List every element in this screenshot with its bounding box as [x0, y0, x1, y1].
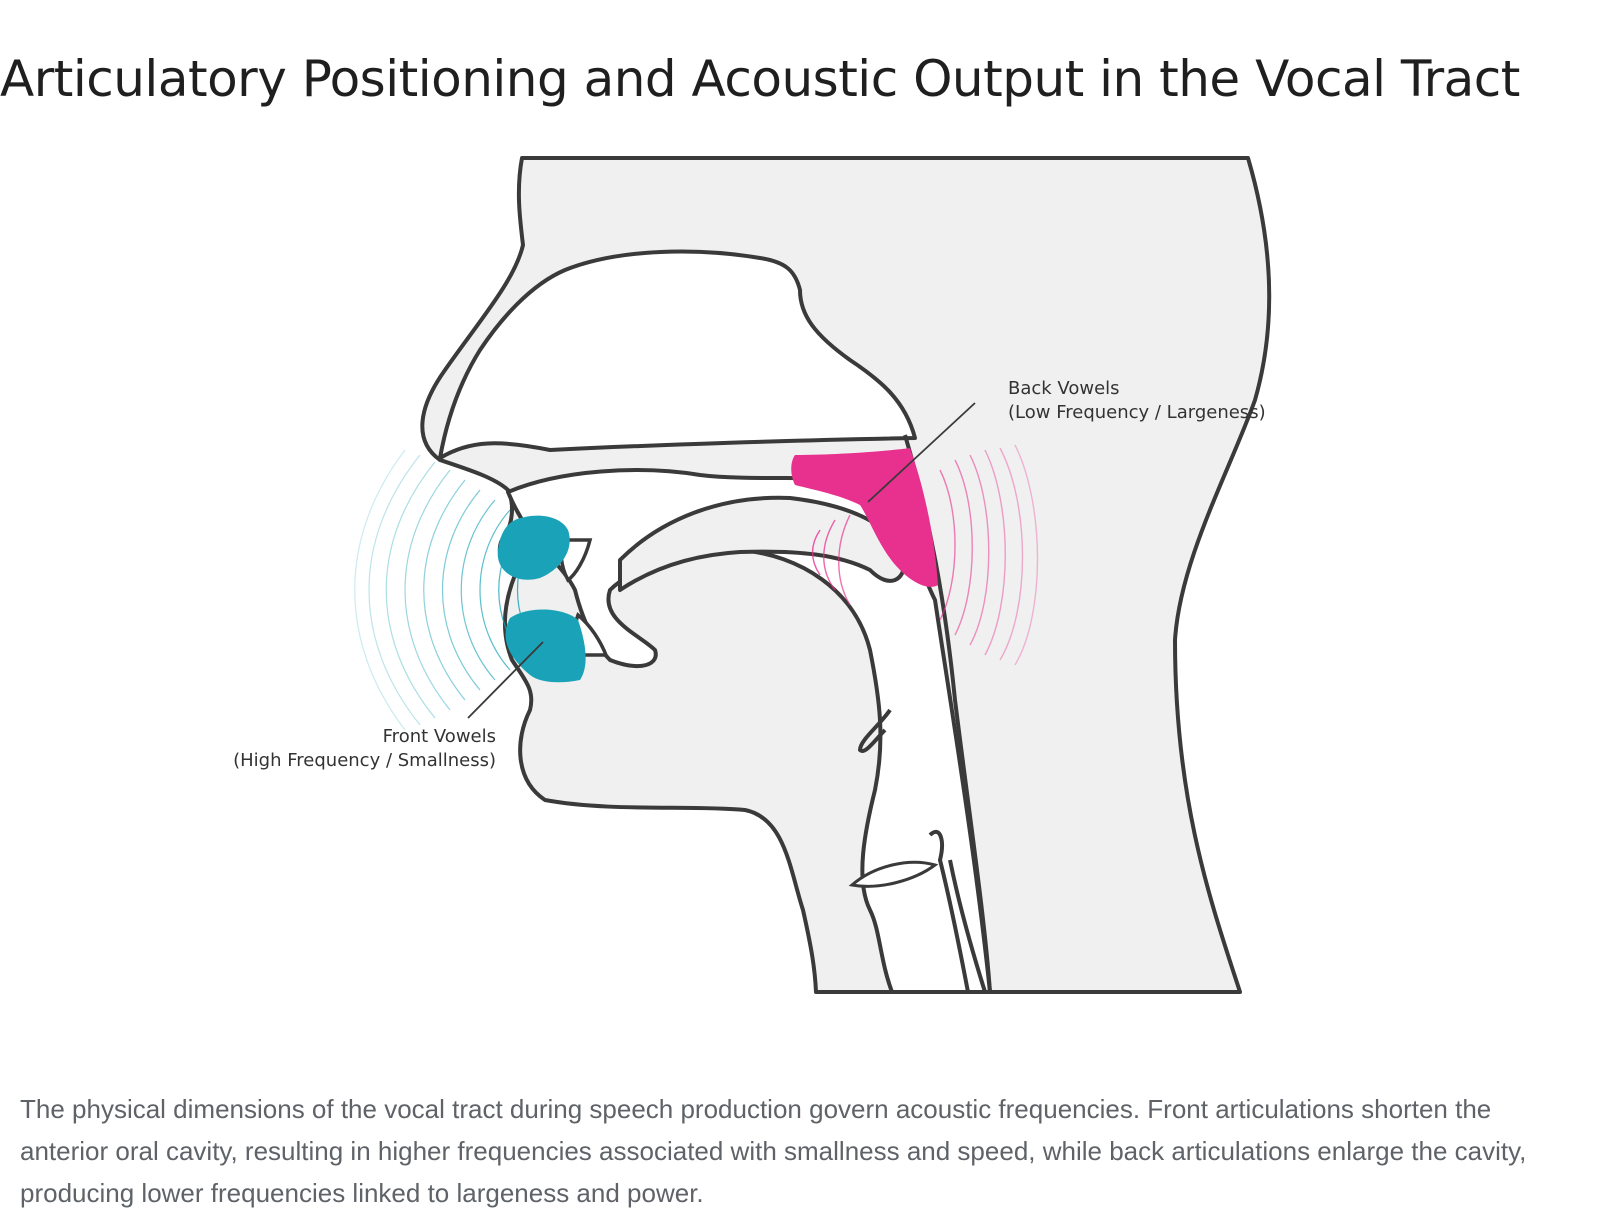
vocal-folds [848, 860, 939, 888]
vocal-tract-svg: Back Vowels (Low Frequency / Largeness) … [233, 156, 1272, 994]
nasal-cavity [438, 249, 917, 460]
back-vowels-leader [867, 402, 976, 503]
back-vowel-region [791, 448, 938, 587]
front-vowel-upper-region [497, 515, 570, 580]
back-sound-waves [811, 444, 1039, 666]
front-vowel-lower-region [505, 609, 586, 683]
front-sound-waves [354, 449, 541, 731]
figure-caption: The physical dimensions of the vocal tra… [20, 1094, 1527, 1208]
trachea-outline [928, 829, 987, 993]
front-vowels-label: Front Vowels [383, 726, 496, 747]
page-title: Articulatory Positioning and Acoustic Ou… [0, 50, 1520, 108]
epiglottis [857, 708, 892, 753]
front-vowels-sublabel: (High Frequency / Smallness) [233, 750, 496, 771]
front-vowels-leader [467, 641, 544, 719]
back-vowels-label: Back Vowels [1008, 378, 1120, 399]
vocal-tract-diagram: Back Vowels (Low Frequency / Largeness) … [0, 150, 1600, 1050]
back-vowels-sublabel: (Low Frequency / Largeness) [1008, 402, 1266, 423]
